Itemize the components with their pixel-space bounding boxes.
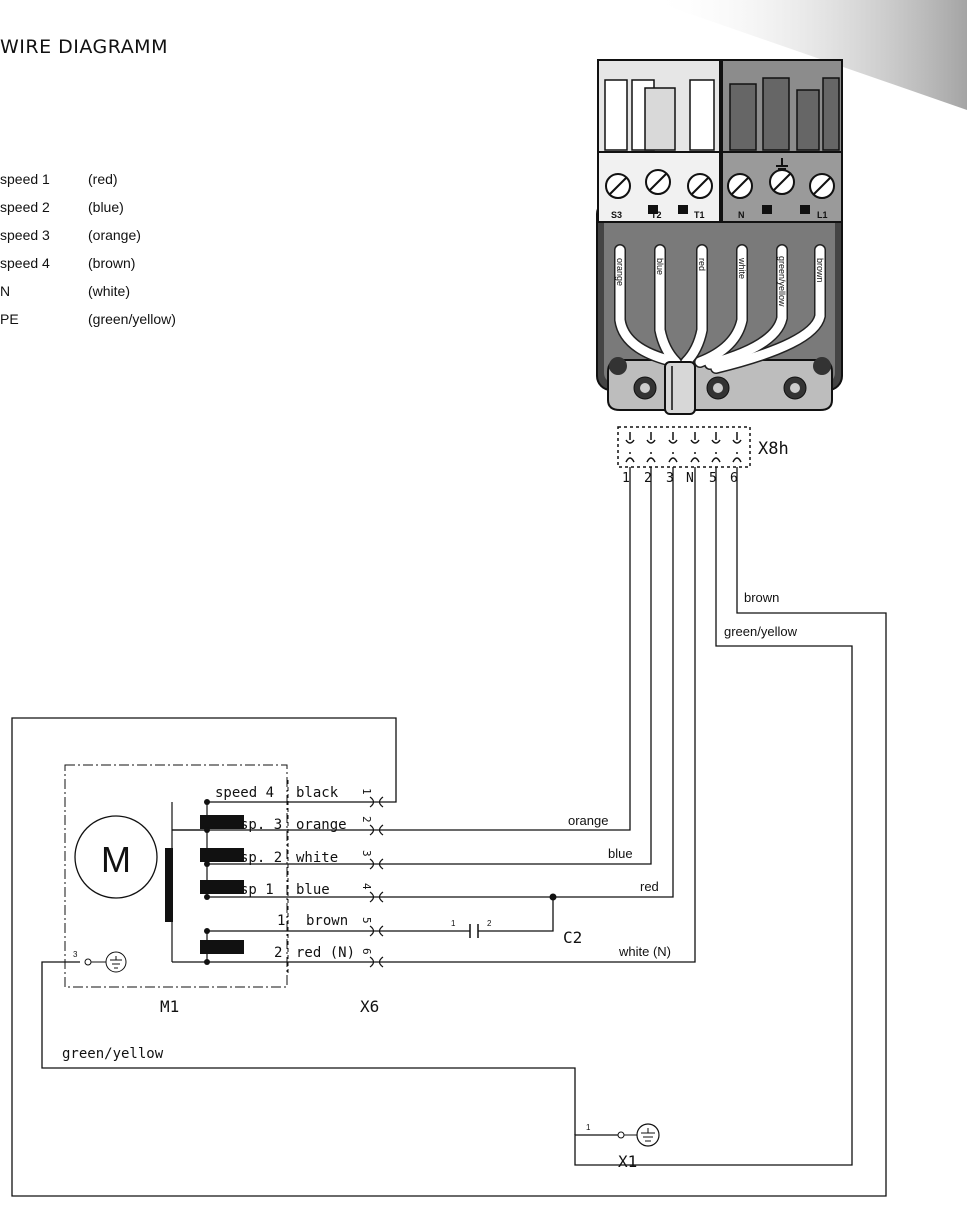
motor-row-speed-3: sp. 3 (240, 817, 282, 833)
motor-row-speed-2: sp. 2 (240, 850, 282, 866)
screw-label-s3: S3 (611, 210, 622, 220)
lead-label-red: red (697, 258, 707, 271)
x6-pin-3: 3 (360, 850, 373, 857)
junction-dot (549, 893, 557, 901)
x1-pin: 1 (586, 1123, 591, 1132)
legend-color-neutral: (white) (88, 283, 131, 299)
wires (11, 467, 887, 1197)
x8h-pin-n: N (686, 471, 694, 486)
legend-key-speed-4: speed 4 (0, 255, 50, 271)
capacitor-c2 (469, 924, 479, 938)
diagram-title: WIRE DIAGRAMM (0, 36, 168, 58)
x6-pin-4: 4 (360, 883, 373, 890)
capacitor-label: C2 (563, 928, 582, 947)
lead-label-blue: blue (655, 258, 665, 275)
terminal-block-illustration (596, 59, 843, 415)
x1-label: X1 (618, 1152, 637, 1171)
legend-color-speed-2: (blue) (88, 199, 124, 215)
motor-wire-black: black (296, 785, 339, 801)
motor-m1 (64, 764, 383, 988)
motor-row-tap-2: 2 (274, 945, 282, 961)
capacitor-pin-1: 1 (451, 919, 456, 928)
harness-label-white-n: white (N) (618, 944, 671, 959)
motor-ground-pin: 3 (73, 950, 78, 959)
x6-pin-6: 6 (360, 948, 373, 955)
legend-color-pe: (green/yellow) (88, 311, 176, 327)
legend-color-speed-4: (brown) (88, 255, 136, 271)
lead-label-brown: brown (815, 258, 825, 283)
motor-wire-red-n: red (N) (296, 945, 355, 961)
page-corner-shadow (650, 0, 967, 110)
harness-label-green-yellow: green/yellow (724, 624, 798, 639)
x8h-pin-1: 1 (622, 471, 630, 486)
x8h-pin-6: 6 (730, 471, 738, 486)
screw-label-l1: L1 (817, 210, 828, 220)
screw-label-t1: T1 (694, 210, 705, 220)
motor-wire-white: white (296, 850, 338, 866)
legend-color-speed-1: (red) (88, 171, 118, 187)
legend-key-speed-2: speed 2 (0, 199, 50, 215)
harness-label-orange: orange (568, 813, 608, 828)
motor-label: M1 (160, 997, 179, 1016)
motor-row-speed-4: speed 4 (215, 785, 274, 801)
harness-label-brown: brown (744, 590, 779, 605)
legend-key-pe: PE (0, 311, 19, 327)
legend-key-speed-1: speed 1 (0, 171, 50, 187)
harness-label-blue: blue (608, 846, 633, 861)
lead-label-white: white (737, 257, 747, 279)
x6-pin-5: 5 (360, 917, 373, 924)
motor-wire-blue: blue (296, 882, 330, 898)
x6-label: X6 (360, 997, 379, 1016)
motor-wire-orange: orange (296, 817, 347, 833)
x8h-label: X8h (758, 439, 789, 459)
legend-color-speed-3: (orange) (88, 227, 141, 243)
x6-connector (369, 796, 384, 968)
x8h-pin-5: 5 (709, 471, 717, 486)
x6-pin-2: 2 (360, 816, 373, 823)
lead-label-orange: orange (615, 258, 625, 286)
motor-row-tap-1: 1 (277, 913, 285, 929)
motor-wire-brown: brown (306, 913, 348, 929)
capacitor-pin-2: 2 (487, 919, 492, 928)
motor-row-speed-1: sp 1 (240, 882, 274, 898)
harness-label-red: red (640, 879, 659, 894)
x1-earth (617, 1123, 660, 1147)
x8h-pin-2: 2 (644, 471, 652, 486)
lead-label-green-yellow: green/yellow (777, 256, 787, 307)
x6-pin-1: 1 (360, 788, 373, 795)
x8h-pin-3: 3 (666, 471, 674, 486)
legend-key-neutral: N (0, 283, 11, 299)
x8h-connector (617, 426, 751, 468)
screw-label-t2: T2 (651, 210, 662, 220)
legend-key-speed-3: speed 3 (0, 227, 50, 243)
harness-label-green-yellow-ground: green/yellow (62, 1046, 164, 1062)
motor-symbol: M (101, 839, 131, 880)
screw-label-n: N (738, 210, 745, 220)
